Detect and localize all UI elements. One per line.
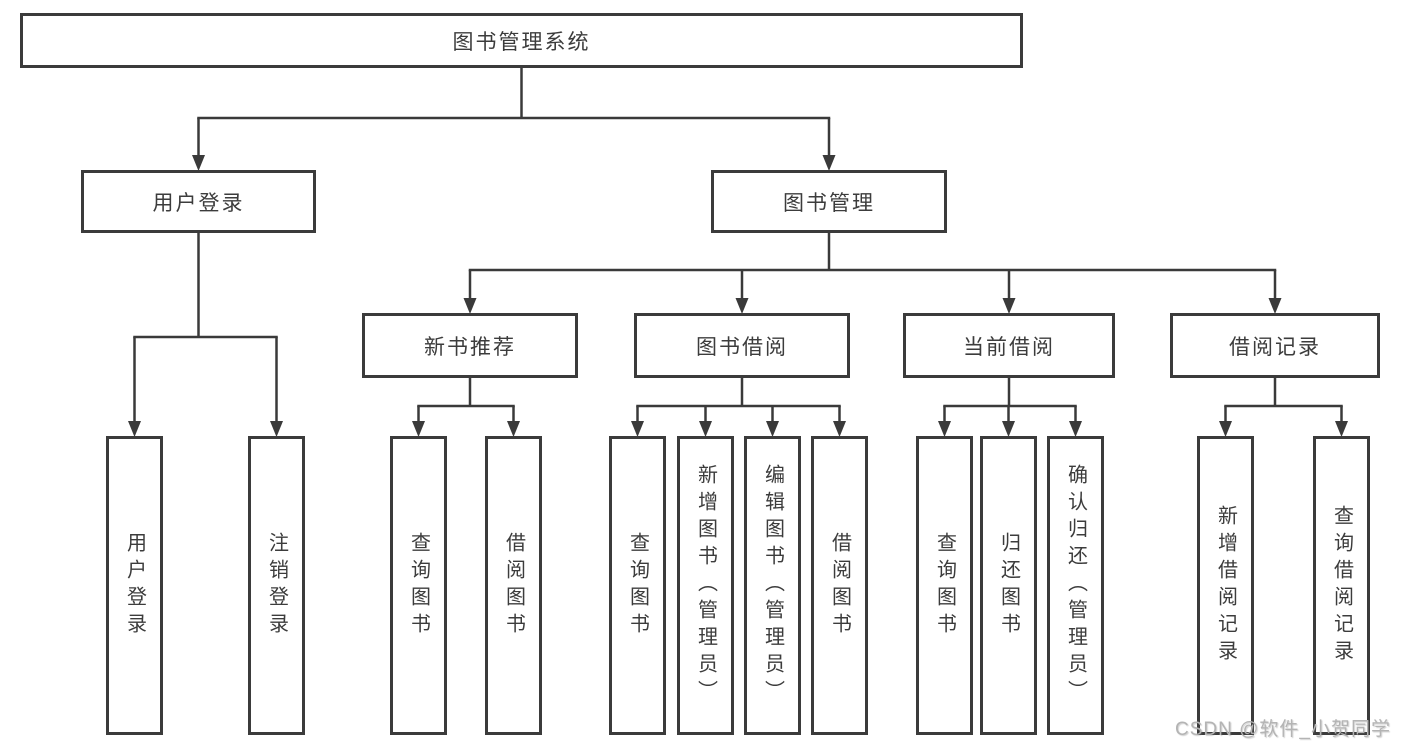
node-label: 确认归还（管理员） xyxy=(1064,464,1087,707)
node-label: 用户登录 xyxy=(152,191,245,215)
node-l6: 新增图书（管理员） xyxy=(677,436,734,735)
node-records: 借阅记录 xyxy=(1170,313,1380,378)
node-l2: 注销登录 xyxy=(248,436,305,735)
node-l12: 新增借阅记录 xyxy=(1197,436,1254,735)
node-label: 图书管理系统 xyxy=(452,30,591,54)
node-rec: 新书推荐 xyxy=(362,313,578,378)
node-label: 当前借阅 xyxy=(963,335,1055,359)
node-l3: 查询图书 xyxy=(390,436,447,735)
watermark: CSDN @软件_小贺同学 xyxy=(1175,719,1391,740)
node-label: 查询借阅记录 xyxy=(1330,504,1353,667)
node-label: 借阅记录 xyxy=(1229,335,1321,359)
node-l13: 查询借阅记录 xyxy=(1313,436,1370,735)
node-label: 查询图书 xyxy=(933,531,956,640)
node-l9: 查询图书 xyxy=(916,436,973,735)
node-label: 借阅图书 xyxy=(828,531,851,640)
node-mgmt: 图书管理 xyxy=(711,170,947,233)
node-l4: 借阅图书 xyxy=(485,436,542,735)
node-label: 新书推荐 xyxy=(424,335,516,359)
node-label: 借阅图书 xyxy=(502,531,525,640)
node-l1: 用户登录 xyxy=(106,436,163,735)
node-login: 用户登录 xyxy=(81,170,316,233)
node-label: 编辑图书（管理员） xyxy=(761,464,784,707)
node-label: 查询图书 xyxy=(407,531,430,640)
node-l8: 借阅图书 xyxy=(811,436,868,735)
node-label: 新增图书（管理员） xyxy=(694,464,717,707)
node-label: 查询图书 xyxy=(626,531,649,640)
node-l5: 查询图书 xyxy=(609,436,666,735)
node-label: 归还图书 xyxy=(997,531,1020,640)
node-label: 新增借阅记录 xyxy=(1214,504,1237,667)
node-label: 注销登录 xyxy=(265,531,288,640)
node-label: 图书管理 xyxy=(783,191,875,215)
node-l10: 归还图书 xyxy=(980,436,1037,735)
node-l11: 确认归还（管理员） xyxy=(1047,436,1104,735)
node-l7: 编辑图书（管理员） xyxy=(744,436,801,735)
node-label: 用户登录 xyxy=(123,531,146,640)
node-root: 图书管理系统 xyxy=(20,13,1023,68)
node-borrow: 图书借阅 xyxy=(634,313,850,378)
node-current: 当前借阅 xyxy=(903,313,1115,378)
node-label: 图书借阅 xyxy=(696,335,788,359)
